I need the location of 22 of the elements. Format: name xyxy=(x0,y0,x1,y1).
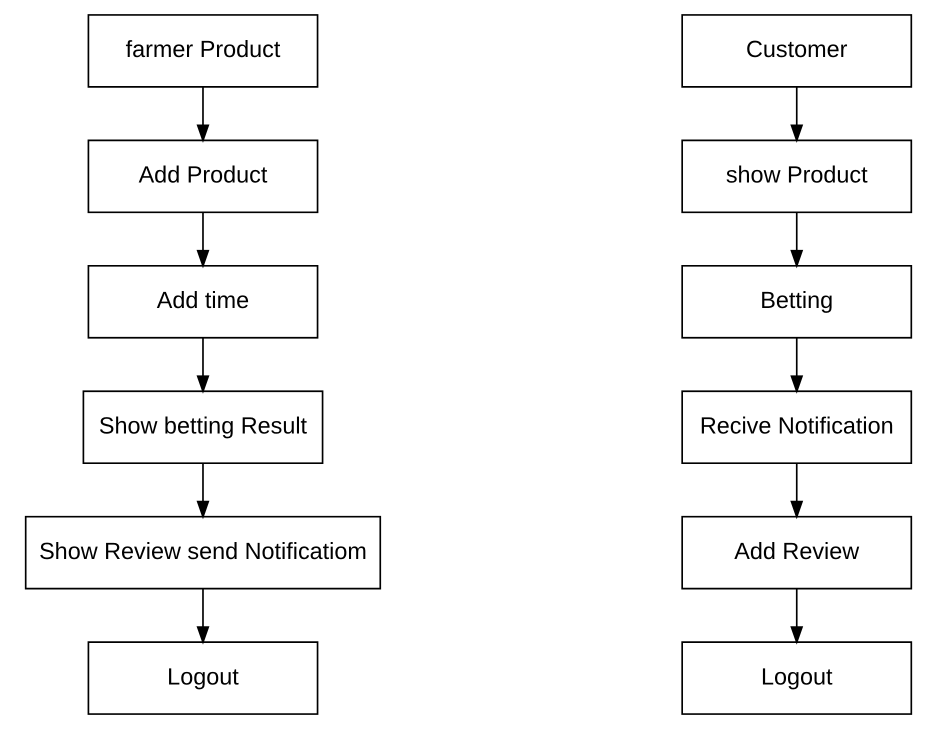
node-box: farmer Product xyxy=(88,14,318,88)
node-box: Logout xyxy=(681,641,912,715)
arrow xyxy=(196,212,210,268)
arrow xyxy=(790,464,804,520)
node-box: Customer xyxy=(681,14,912,88)
node-box: Show Review send Notificatiom xyxy=(24,516,382,590)
node-box: Show betting Result xyxy=(82,390,324,464)
node-box: Add Product xyxy=(88,140,318,214)
arrow xyxy=(196,464,210,520)
node-box: Logout xyxy=(88,641,318,715)
node-box: Add Review xyxy=(681,516,912,590)
arrow xyxy=(196,338,210,394)
arrow xyxy=(790,589,804,645)
arrow xyxy=(196,589,210,645)
arrow xyxy=(790,87,804,143)
node-box: Recive Notification xyxy=(681,390,912,464)
node-box: show Product xyxy=(681,140,912,214)
node-box: Betting xyxy=(681,264,912,339)
arrow xyxy=(196,87,210,143)
node-box: Add time xyxy=(88,264,318,339)
arrow xyxy=(790,212,804,268)
arrow xyxy=(790,338,804,394)
